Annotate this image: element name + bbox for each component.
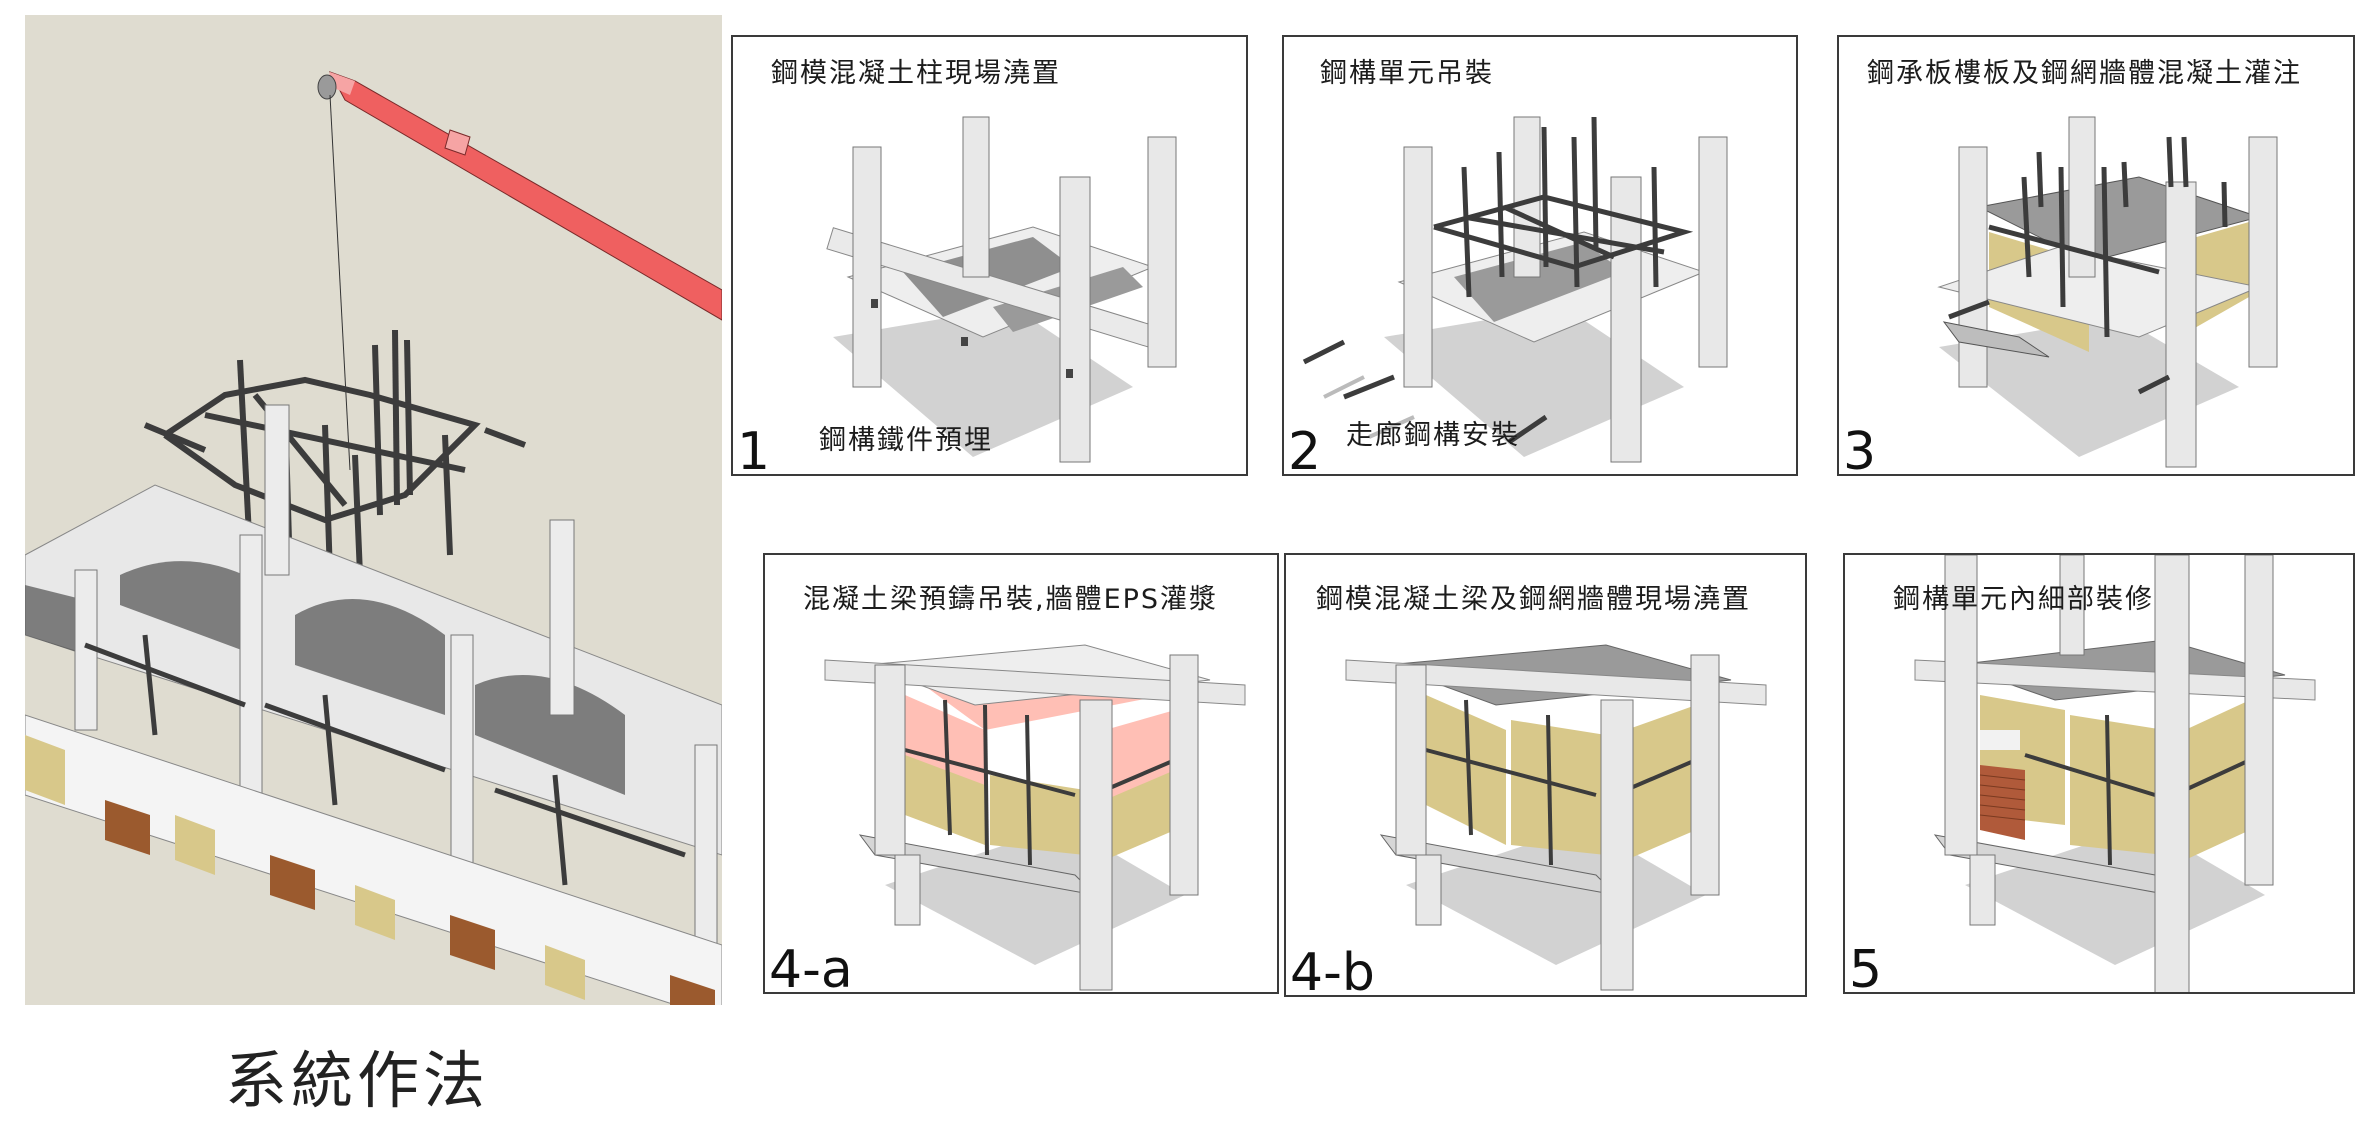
panel-title: 混凝土梁預鑄吊裝,牆體EPS灌漿 <box>803 584 1219 615</box>
panel-title: 鋼承板樓板及鋼網牆體混凝土灌注 <box>1867 58 2302 89</box>
panel-sublabel: 走廊鋼構安裝 <box>1346 420 1520 451</box>
panel-title: 鋼模混凝土梁及鋼網牆體現場澆置 <box>1316 584 1751 615</box>
panel-illustration <box>826 116 1177 463</box>
step-number: 4-b <box>1290 943 1375 997</box>
panel-illustration <box>1302 116 1728 463</box>
figure-caption: 系統作法 <box>225 1044 490 1117</box>
building-lower-facade <box>25 714 722 1020</box>
step-number: 3 <box>1843 422 1877 476</box>
steel-deck-areas <box>25 561 625 795</box>
step-panel-4a: 混凝土梁預鑄吊裝,牆體EPS灌漿 4-a <box>763 553 1279 994</box>
panel-title: 鋼構單元吊裝 <box>1320 58 1494 89</box>
crane-pulley <box>317 74 337 100</box>
step-number: 4-a <box>769 940 853 994</box>
panel-title: 鋼模混凝土柱現場澆置 <box>771 58 1061 89</box>
step-panel-2: 鋼構單元吊裝 走廊鋼構安裝 2 <box>1282 35 1798 476</box>
step-number: 2 <box>1288 422 1322 476</box>
building-columns <box>74 404 718 946</box>
step-number: 1 <box>737 422 771 476</box>
crane-tip <box>327 72 355 95</box>
crane-boom <box>328 71 722 321</box>
step-panel-5: 鋼構單元內細部裝修 5 <box>1843 553 2355 994</box>
step-panel-4b: 鋼模混凝土梁及鋼網牆體現場澆置 4-b <box>1284 553 1807 997</box>
step-panel-3: 鋼承板樓板及鋼網牆體混凝土灌注 3 <box>1837 35 2355 476</box>
hero-rendering <box>25 15 722 1020</box>
crane-lift-illustration <box>25 15 722 1020</box>
crane-boom-joint <box>444 129 471 156</box>
step-panel-1: 鋼模混凝土柱現場澆置 鋼構鐵件預埋 1 <box>731 35 1248 476</box>
panel-illustration <box>824 644 1246 991</box>
panel-title: 鋼構單元內細部裝修 <box>1893 584 2154 615</box>
panel-illustration <box>1937 116 2278 468</box>
step-number: 5 <box>1849 940 1883 994</box>
installed-steel-units <box>84 634 686 886</box>
ground <box>25 1005 722 1020</box>
crane-cable <box>329 94 351 471</box>
panel-illustration <box>1914 555 2316 992</box>
panel-sublabel: 鋼構鐵件預埋 <box>819 425 993 456</box>
panel-illustration <box>1345 644 1767 991</box>
mesh-wall-panels <box>25 735 585 1000</box>
